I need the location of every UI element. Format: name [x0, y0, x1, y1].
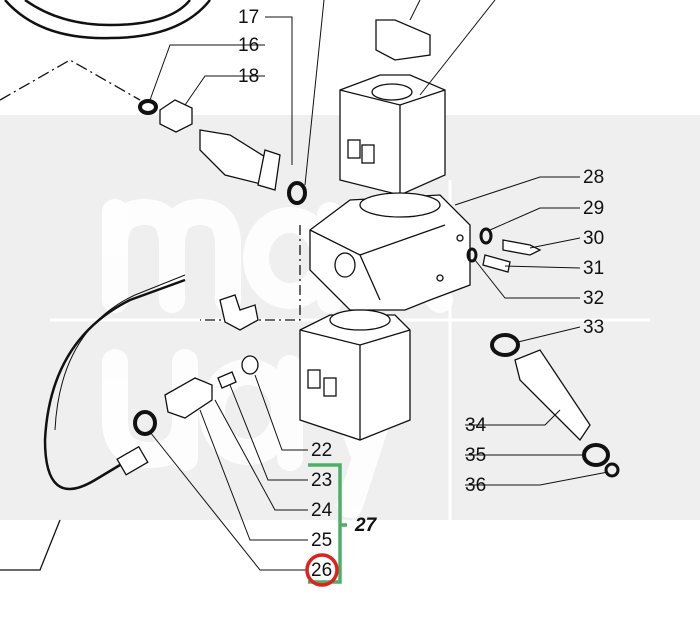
- part-34-fitting: [514, 349, 591, 442]
- label-27[interactable]: 27: [355, 515, 377, 536]
- highlight-circle-26: [305, 553, 339, 587]
- part-23-spring: [217, 371, 237, 389]
- connector: [116, 445, 149, 476]
- gasket-ring: [4, 0, 211, 40]
- leader-lines: [149, 0, 609, 571]
- sensor-cable: [43, 278, 186, 491]
- part-30-screw: [502, 239, 542, 256]
- label-16[interactable]: 16: [238, 35, 260, 56]
- part-35-oring: [582, 443, 610, 467]
- part-31-plug: [482, 254, 511, 273]
- part-32-oring: [466, 247, 478, 263]
- label-32[interactable]: 32: [583, 288, 605, 309]
- valve-body: [309, 192, 471, 311]
- label-33[interactable]: 33: [583, 317, 605, 338]
- part-33-oring: [490, 333, 520, 357]
- label-18[interactable]: 18: [238, 66, 260, 87]
- part-25-fitting: [164, 377, 213, 419]
- label-28[interactable]: 28: [583, 167, 605, 188]
- part-36-oring: [604, 462, 620, 478]
- part-22-nut: [241, 355, 259, 375]
- label-17[interactable]: 17: [238, 7, 260, 28]
- solenoid-valve-top: [339, 19, 446, 196]
- label-23[interactable]: 23: [311, 470, 333, 491]
- label-36[interactable]: 36: [465, 475, 487, 496]
- part-16-oring: [138, 99, 158, 115]
- label-22[interactable]: 22: [311, 440, 333, 461]
- label-34[interactable]: 34: [465, 415, 487, 436]
- label-29[interactable]: 29: [583, 198, 605, 219]
- part-26-oring: [133, 410, 157, 436]
- label-30[interactable]: 30: [583, 228, 605, 249]
- group-bracket: [308, 463, 347, 584]
- label-26[interactable]: 26: [311, 560, 333, 581]
- label-35[interactable]: 35: [465, 445, 487, 466]
- part-17-oring: [287, 181, 307, 205]
- elbow-fitting: [219, 294, 259, 331]
- solenoid-valve-bottom: [299, 309, 411, 441]
- label-31[interactable]: 31: [583, 258, 605, 279]
- part-29-washer: [479, 227, 493, 245]
- part-18-fitting: [159, 99, 281, 191]
- label-25[interactable]: 25: [311, 530, 333, 551]
- label-24[interactable]: 24: [311, 500, 333, 521]
